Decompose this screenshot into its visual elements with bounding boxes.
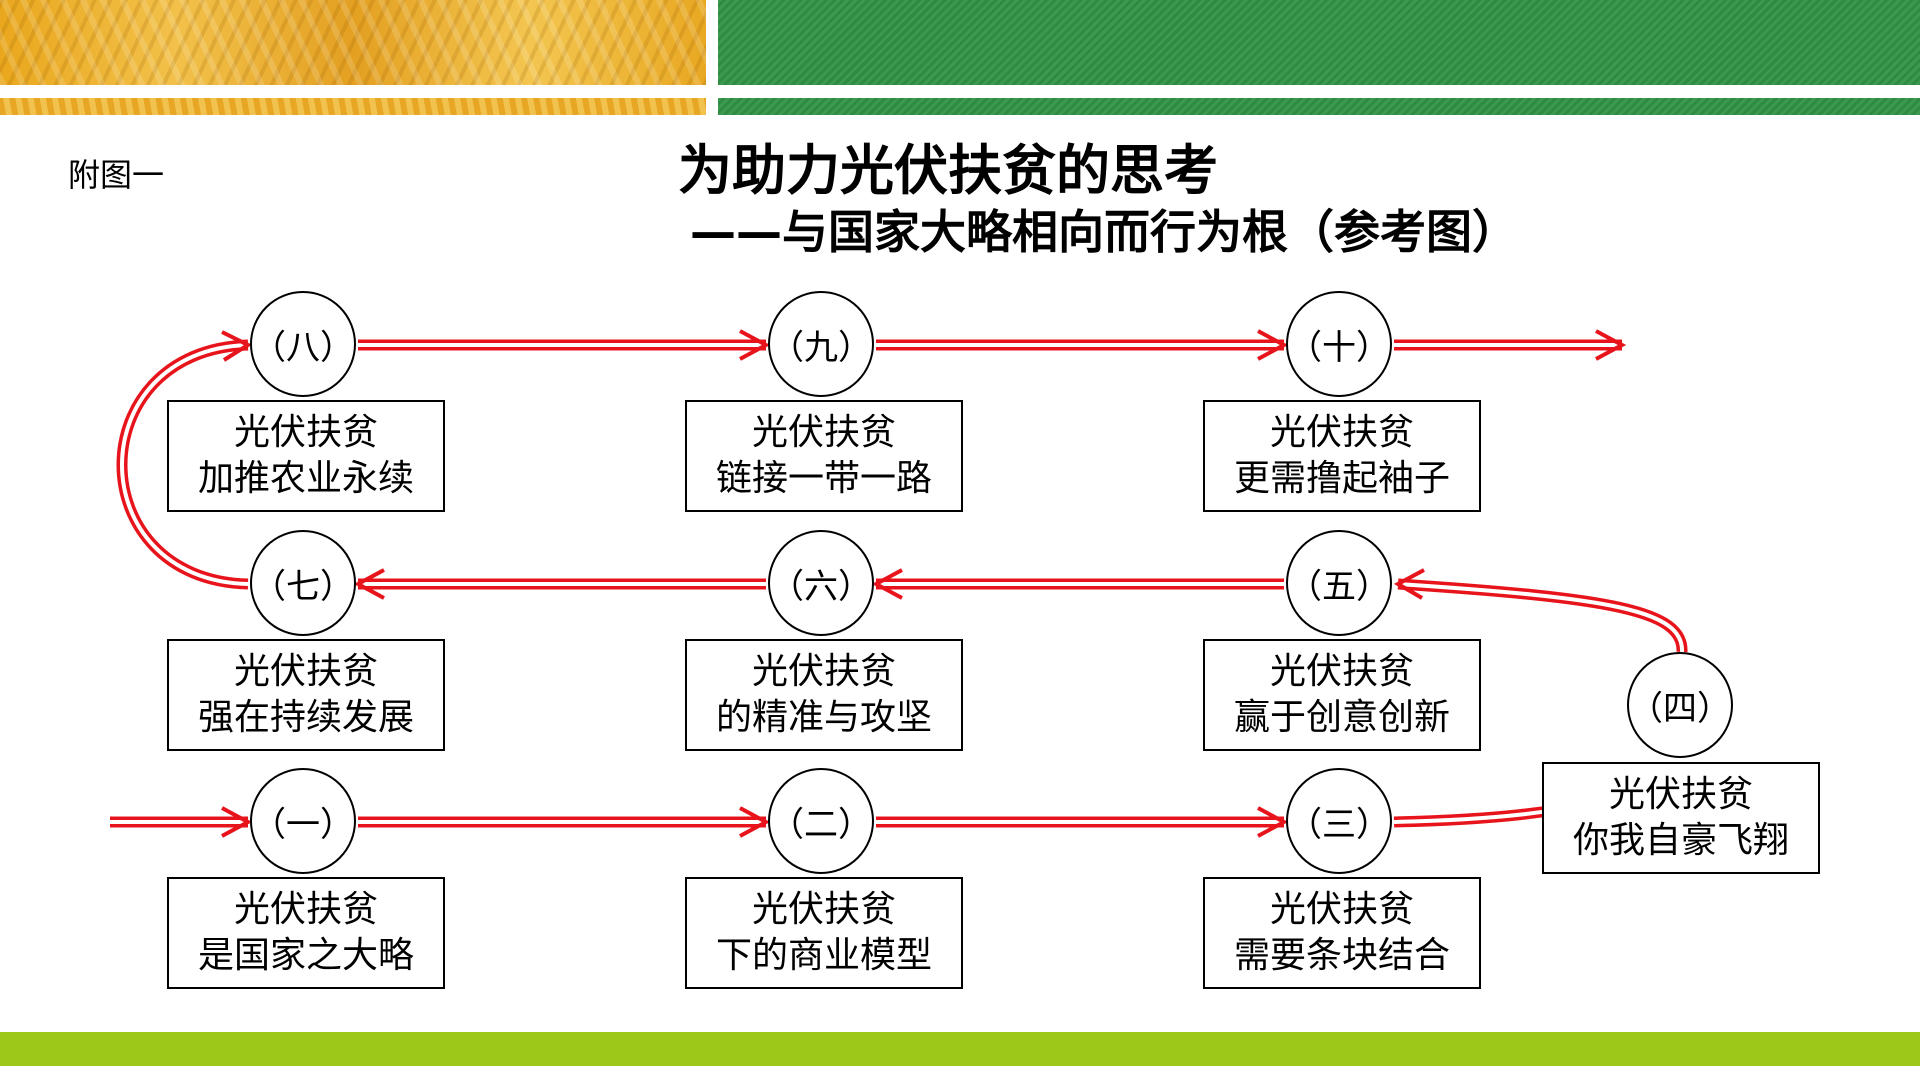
step-1-box: 光伏扶贫是国家之大略 — [167, 877, 445, 989]
step-2-box: 光伏扶贫下的商业模型 — [685, 877, 963, 989]
arrow-9-to-10 — [876, 329, 1289, 361]
step-3-circle: （三） — [1286, 768, 1392, 874]
arrow-7-to-8 — [116, 330, 253, 590]
footer-bar — [0, 1032, 1920, 1066]
step-7-circle: （七） — [250, 530, 356, 636]
banner-green-strip — [718, 98, 1920, 115]
step-1-circle: （一） — [250, 768, 356, 874]
step-10-circle: （十） — [1286, 291, 1392, 397]
step-6-box: 光伏扶贫的精准与攻坚 — [685, 639, 963, 751]
arrow-entry-to-1 — [110, 806, 253, 838]
arrow-4-to-5 — [1393, 568, 1688, 653]
figure-label: 附图一 — [68, 156, 165, 194]
page-subtitle: ——与国家大略相向而行为根（参考图） — [690, 205, 1518, 259]
arrow-1-to-2 — [358, 806, 771, 838]
arrow-8-to-9 — [358, 329, 771, 361]
step-2-circle: （二） — [768, 768, 874, 874]
step-6-circle: （六） — [768, 530, 874, 636]
step-4-box: 光伏扶贫你我自豪飞翔 — [1542, 762, 1820, 874]
banner-wheat-strip — [0, 98, 706, 115]
arrow-6-to-7 — [353, 568, 766, 600]
page-title: 为助力光伏扶贫的思考 — [678, 139, 1218, 202]
step-7-box: 光伏扶贫强在持续发展 — [167, 639, 445, 751]
arrow-5-to-6 — [871, 568, 1284, 600]
arrow-10-to-exit — [1394, 329, 1627, 361]
step-9-box: 光伏扶贫链接一带一路 — [685, 400, 963, 512]
step-8-circle: （八） — [250, 291, 356, 397]
step-4-circle: （四） — [1627, 652, 1733, 758]
step-8-box: 光伏扶贫加推农业永续 — [167, 400, 445, 512]
step-5-circle: （五） — [1286, 530, 1392, 636]
arrow-2-to-3 — [876, 806, 1289, 838]
banner-green-panel — [718, 0, 1920, 85]
banner-wheat-image — [0, 0, 706, 85]
step-9-circle: （九） — [768, 291, 874, 397]
step-3-box: 光伏扶贫需要条块结合 — [1203, 877, 1481, 989]
step-10-box: 光伏扶贫更需撸起袖子 — [1203, 400, 1481, 512]
step-5-box: 光伏扶贫赢于创意创新 — [1203, 639, 1481, 751]
